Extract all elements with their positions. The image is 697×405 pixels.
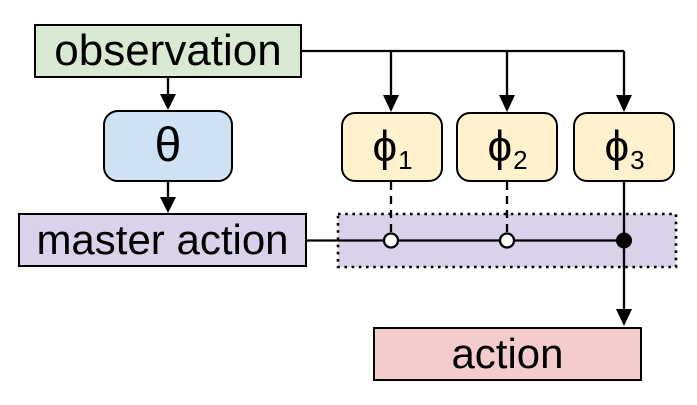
phi-symbol: ϕ	[487, 122, 513, 171]
theta-label: θ	[154, 119, 182, 172]
edge-observation-to-phis	[302, 49, 626, 96]
phi-symbol: ϕ	[372, 122, 398, 171]
action-label: action	[451, 330, 564, 377]
arrowhead-icon	[499, 95, 515, 112]
open-circle-icon	[382, 232, 400, 249]
phi-symbol: ϕ	[604, 122, 630, 171]
arrowhead-icon	[616, 309, 632, 326]
node-observation: observation	[34, 24, 302, 78]
observation-label: observation	[54, 26, 282, 75]
node-theta: θ	[103, 110, 233, 182]
arrowhead-icon	[160, 197, 176, 213]
selector-region	[336, 212, 678, 269]
arrowhead-icon	[383, 95, 399, 112]
open-circle-icon	[498, 232, 516, 249]
node-action: action	[373, 327, 642, 381]
node-master-action: master action	[18, 213, 307, 267]
master-action-label: master action	[36, 216, 289, 263]
arrowhead-icon	[616, 95, 632, 112]
filled-circle-icon	[616, 232, 632, 249]
arrowhead-icon	[160, 94, 176, 110]
